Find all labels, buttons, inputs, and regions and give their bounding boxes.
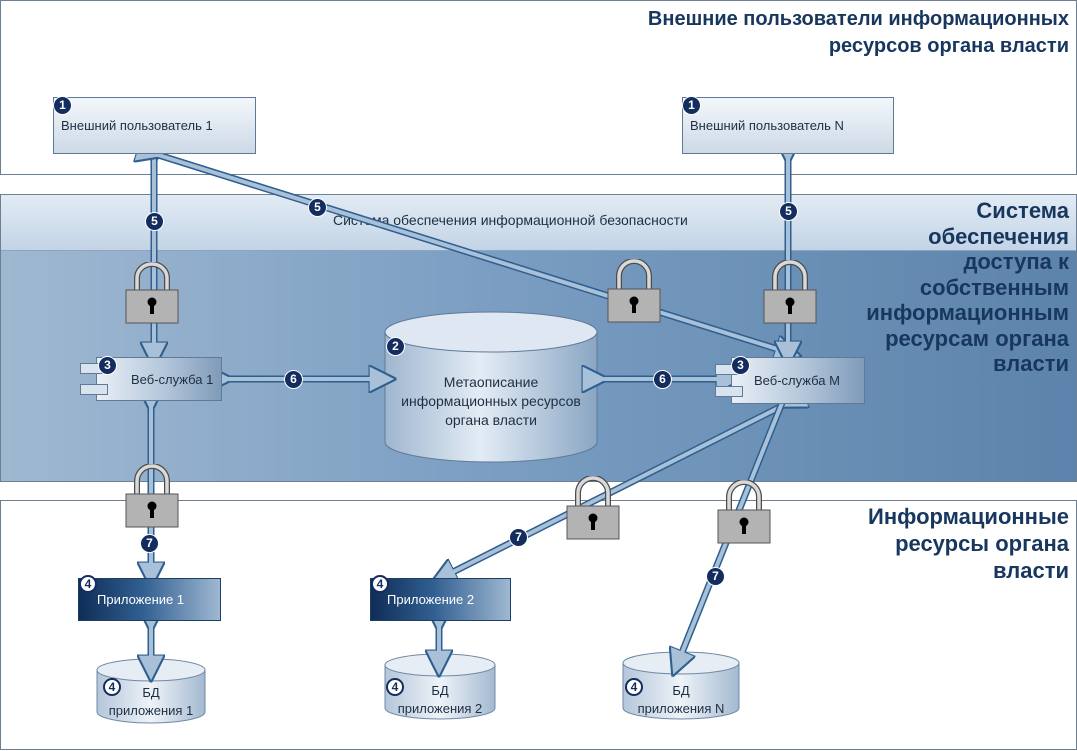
lock-icon (763, 260, 817, 324)
badge-2-metadata: 2 (386, 337, 405, 356)
db-n-label: БД приложения N (622, 682, 740, 718)
badge-7-db-n: 7 (706, 567, 725, 586)
web-service-m-component-tab-bottom (715, 386, 743, 397)
access-title-line4: собственным (919, 274, 1069, 300)
application-2-node[interactable]: Приложение 2 (370, 578, 511, 621)
access-title-line6: ресурсам органа (885, 325, 1069, 351)
external-users-title-line1: Внешние пользователи информационных (647, 8, 1069, 30)
badge-1-external-user-n: 1 (682, 96, 701, 115)
external-user-n-node[interactable]: Внешний пользователь N (682, 97, 894, 154)
badge-3-web-service-1: 3 (98, 356, 117, 375)
arrow-web-service-m-to-application-2 (440, 400, 791, 580)
web-service-m-node[interactable]: Веб-служба M (731, 357, 865, 404)
badge-6-right: 6 (653, 370, 672, 389)
access-title-line3: доступа к (963, 249, 1069, 274)
db-2-label-line2: приложения 2 (397, 701, 483, 716)
lock-icon (125, 464, 179, 528)
badge-4-application-1: 4 (79, 575, 97, 593)
badge-4-db-n: 4 (625, 678, 643, 696)
external-user-n-label: Внешний пользователь N (690, 118, 844, 133)
badge-4-db-1: 4 (103, 678, 121, 696)
external-users-title: Внешние пользователи информационных ресу… (648, 6, 1069, 60)
lock-icon (607, 259, 661, 323)
application-1-label: Приложение 1 (97, 592, 185, 607)
web-service-1-node[interactable]: Веб-служба 1 (96, 357, 222, 401)
db-2-label: БД приложения 2 (384, 682, 496, 718)
access-title-line7: власти (993, 351, 1069, 376)
arrow-ext-user-1-to-web-service-m (151, 151, 791, 355)
badge-4-application-2: 4 (371, 575, 389, 593)
db-2-label-line1: БД (431, 683, 449, 698)
application-2-label: Приложение 2 (387, 592, 475, 607)
badge-5-right: 5 (779, 202, 798, 221)
external-user-1-label: Внешний пользователь 1 (61, 118, 213, 133)
db-n-label-line2: приложения N (637, 701, 725, 716)
db-1-label-line1: БД (142, 685, 160, 700)
info-resources-title: Информационные ресурсы органа власти (868, 503, 1069, 584)
db-1-label-line2: приложения 1 (108, 703, 194, 718)
badge-7-app-2: 7 (509, 528, 528, 547)
badge-1-external-user-1: 1 (53, 96, 72, 115)
external-users-title-line2: ресурсов органа власти (828, 35, 1069, 57)
db-n-label-line1: БД (672, 683, 690, 698)
badge-5-diagonal: 5 (308, 198, 327, 217)
badge-7-app-1: 7 (140, 534, 159, 553)
lock-icon (125, 262, 179, 324)
web-service-m-label: Веб-служба M (754, 373, 840, 388)
external-user-1-node[interactable]: Внешний пользователь 1 (53, 97, 256, 154)
db-1-label: БД приложения 1 (96, 684, 206, 720)
info-title-line3: власти (993, 558, 1069, 583)
access-title-line2: обеспечения (928, 223, 1069, 249)
db-2-icon (384, 653, 496, 720)
application-1-node[interactable]: Приложение 1 (78, 578, 221, 621)
badge-5-left: 5 (145, 212, 164, 231)
lock-icon (566, 476, 620, 540)
web-service-1-label: Веб-служба 1 (131, 371, 214, 387)
info-title-line2: ресурсы органа (895, 531, 1069, 556)
info-title-line1: Информационные (868, 504, 1069, 529)
access-title-line5: информационным (866, 300, 1069, 325)
access-title-line1: Система (976, 198, 1069, 223)
lock-icon (717, 480, 771, 544)
badge-4-db-2: 4 (386, 678, 404, 696)
web-service-1-component-tab-bottom (80, 384, 108, 395)
access-system-title: Система обеспечения доступа к собственны… (866, 198, 1069, 377)
badge-3-web-service-m: 3 (731, 356, 750, 375)
badge-6-left: 6 (284, 370, 303, 389)
